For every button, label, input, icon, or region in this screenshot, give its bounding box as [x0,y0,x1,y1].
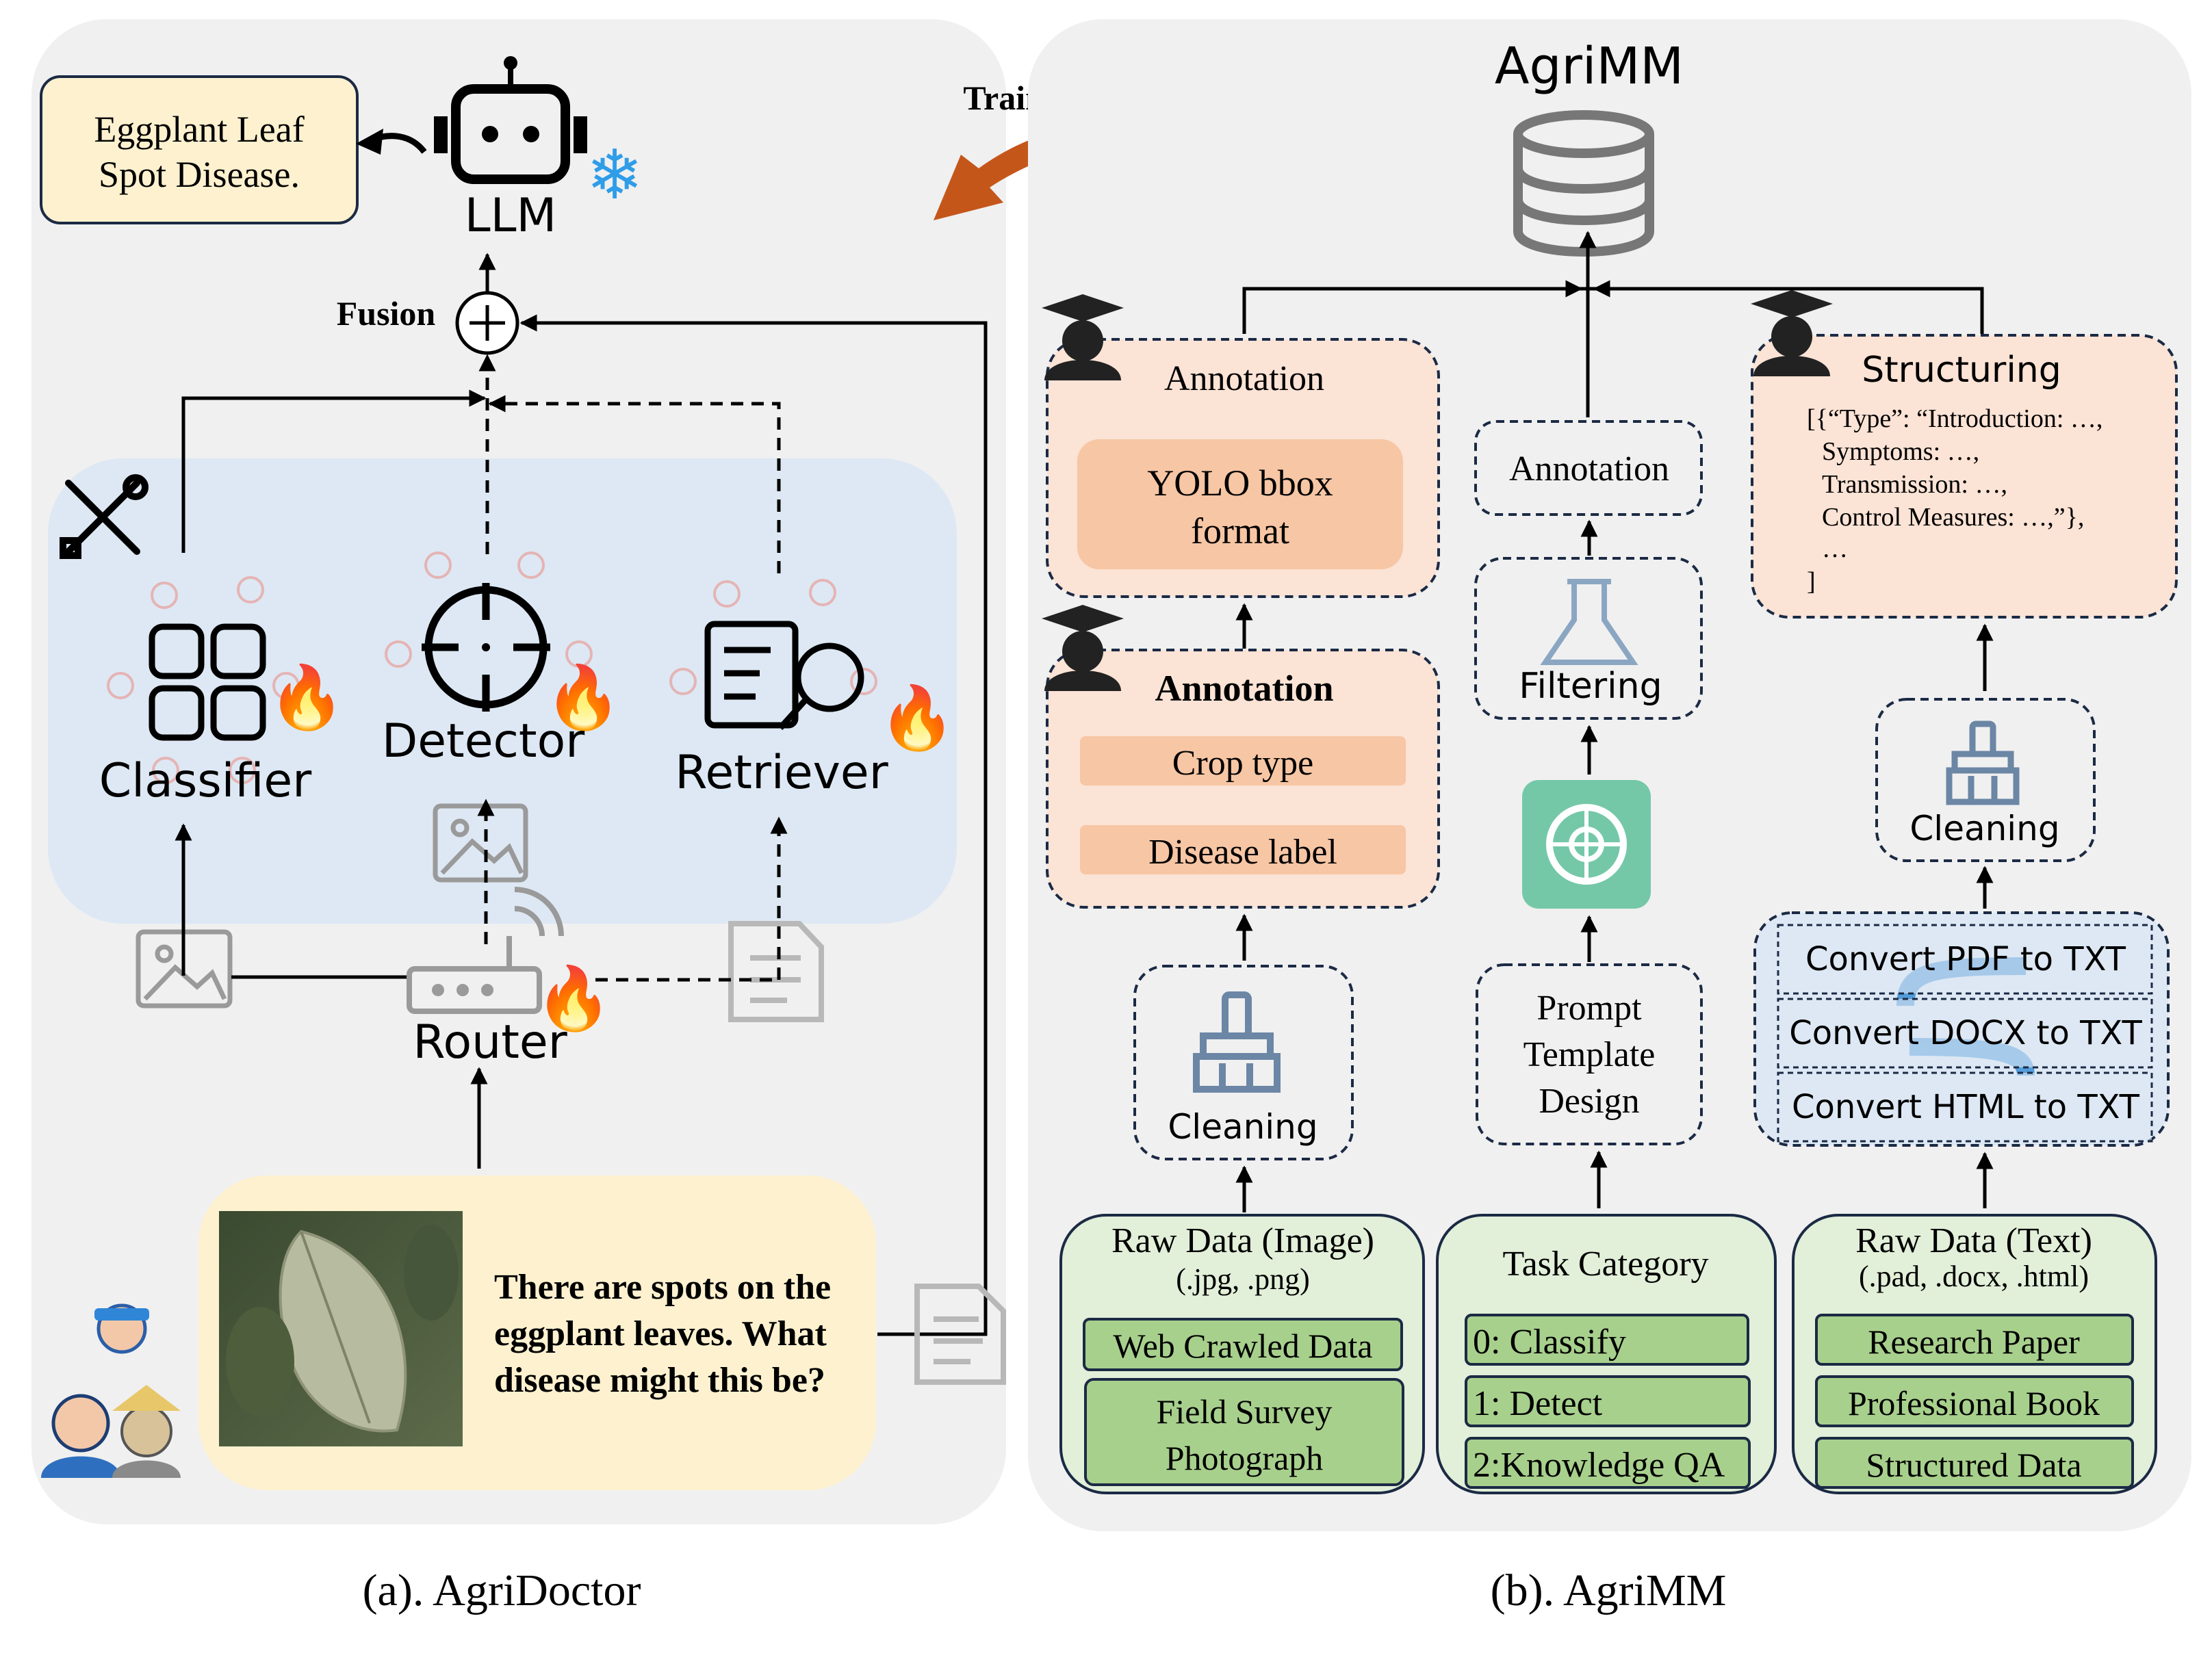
column-task: Annotation Filtering Prompt Template Des… [1436,420,1777,1494]
cleaning-box-text [1875,698,2096,862]
fire-icon-classifier: 🔥 [268,662,345,733]
fire-icon-retriever: 🔥 [879,682,955,754]
document-icon-question [914,1284,1006,1385]
caption-a: (a). AgriDoctor [363,1565,641,1615]
flask-icon [1540,579,1638,665]
json-line-5: … [1822,534,1848,563]
fire-icon-router: 🔥 [535,963,612,1035]
convert-html: Convert HTML to TXT [1792,1088,2140,1126]
prompt-line-1: Prompt [1536,989,1642,1028]
research-paper: Research Paper [1868,1323,2080,1361]
prompt-box [1476,963,1703,1145]
agrimm-title: AgriMM [1495,37,1684,96]
output-line-1: Eggplant Leaf [94,109,304,150]
panel-agridoctor: Eggplant Leaf Spot Disease. ❄ LLM Fusion [31,19,1006,1615]
gpt-icon [1522,780,1651,909]
raw-image-title: Raw Data (Image) [1111,1221,1374,1260]
task-knowledge-qa: 2:Knowledge QA [1473,1446,1725,1485]
broom-icon-image [1193,991,1281,1093]
classifier-icon [149,623,266,741]
panel-agrimm: AgriMM Annotation YOLO bbox format [1028,19,2191,1615]
field-survey-line-2: Photograph [1166,1439,1324,1477]
structuring-label: Structuring [1862,350,2061,391]
task-classify: 0: Classify [1473,1323,1626,1362]
retriever-icon [704,621,864,731]
convert-pdf: Convert PDF to TXT [1805,940,2126,978]
graduate-icon-3 [1751,290,1833,376]
annotation-box-task [1474,420,1703,516]
question-line-2: eggplant leaves. What [494,1314,827,1353]
cleaning-box-image [1133,965,1354,1160]
yolo-line-1: YOLO bbox [1147,463,1333,504]
document-icon-retriever [728,921,824,1022]
fire-icon-detector: 🔥 [545,662,621,733]
output-box: Eggplant Leaf Spot Disease. [40,75,359,224]
broom-icon-text [1946,720,2020,805]
question-line-1: There are spots on the [494,1268,831,1307]
fusion-icon [455,291,519,355]
column-text: Structuring [{“Type”: “Introduction: …, … [1751,290,2178,1494]
json-line-4: Control Measures: …,”}, [1822,503,2084,532]
filtering-label: Filtering [1519,666,1662,707]
web-crawled-data: Web Crawled Data [1113,1327,1372,1365]
llm-label: LLM [465,189,556,243]
router-label: Router [413,1015,567,1069]
structuring-box [1751,334,2178,619]
task-detect: 1: Detect [1473,1384,1603,1423]
crop-type-label: Crop type [1172,744,1314,783]
annotation-task-label: Annotation [1509,450,1669,489]
json-line-2: Symptoms: …, [1822,437,1979,466]
json-line-3: Transmission: …, [1822,470,2007,499]
graduate-icon-1 [1042,294,1124,380]
graduate-icon-2 [1042,605,1124,691]
prompt-line-2: Template [1523,1035,1656,1074]
retriever-label: Retriever [675,746,888,800]
cleaning-label-image: Cleaning [1168,1107,1317,1147]
training-arrow [934,128,1122,220]
json-line-6: ] [1807,567,1816,596]
field-survey-line-1: Field Survey [1157,1392,1333,1431]
raw-text-title: Raw Data (Text) [1855,1221,2092,1260]
robot-icon [434,56,587,184]
caption-b: (b). AgriMM [1491,1565,1727,1615]
router-icon [407,887,564,1014]
filtering-box [1474,557,1703,720]
database-icon [1513,110,1654,257]
users-icon [41,1303,181,1478]
raw-image-sub: (.jpg, .png) [1176,1262,1310,1296]
structured-data: Structured Data [1866,1446,2081,1484]
detector-icon [422,583,550,712]
snowflake-icon: ❄ [586,135,643,215]
leaf-photo [219,1211,463,1446]
disease-label-text: Disease label [1148,833,1337,872]
json-line-1: [{“Type”: “Introduction: …, [1807,404,2102,433]
tool-zone [48,458,957,924]
raw-text-sub: (.pad, .docx, .html) [1859,1260,2089,1293]
network-decoration [107,551,877,784]
task-category-title: Task Category [1502,1245,1708,1284]
professional-book: Professional Book [1848,1384,2100,1422]
output-line-2: Spot Disease. [99,154,300,195]
annotation-mid-label: Annotation [1155,668,1333,709]
yolo-line-2: format [1191,510,1289,551]
question-line-3: disease might this be? [494,1361,825,1400]
tools-icon [60,474,149,559]
fusion-label: Fusion [337,294,436,333]
column-image: Annotation YOLO bbox format Annotation C… [1042,294,1440,1494]
convert-docx: Convert DOCX to TXT [1789,1014,2142,1052]
cleaning-label-text: Cleaning [1909,809,2059,848]
annotation-top-label: Annotation [1164,359,1324,398]
prompt-line-3: Design [1539,1082,1639,1121]
detector-label: Detector [382,714,584,768]
classifier-label: Classifier [99,754,311,808]
